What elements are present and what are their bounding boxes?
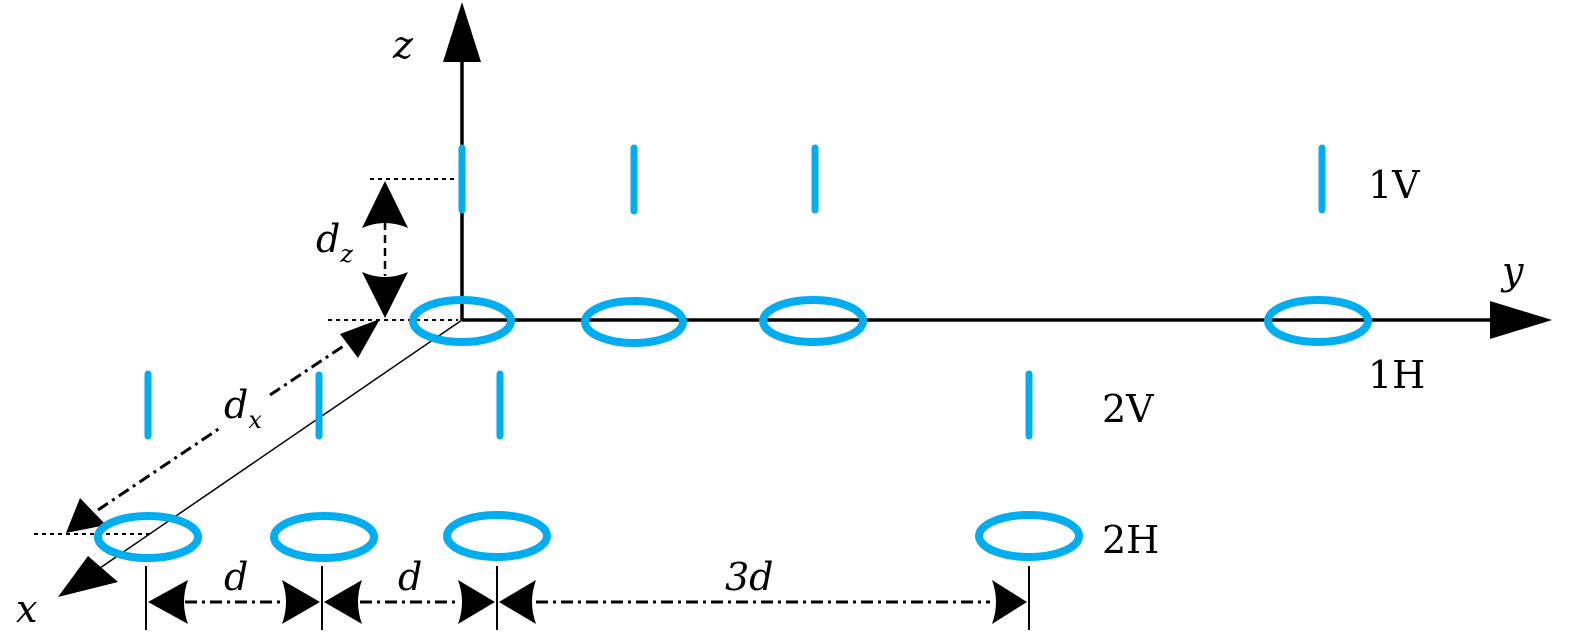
- row-label-1v: 1V: [1368, 163, 1420, 207]
- y-axis-label: y: [1500, 249, 1524, 293]
- x-axis-arrowhead: [58, 556, 118, 597]
- loop-1h-4: [1264, 296, 1372, 346]
- dimension-arrow: [499, 580, 536, 624]
- loop-1h-1: [409, 296, 515, 346]
- row-label-2v: 2V: [1102, 387, 1154, 431]
- dx-label: dx: [224, 383, 262, 434]
- dimension-arrow: [148, 580, 188, 624]
- y-axis-arrowhead: [1490, 301, 1552, 339]
- x-axis: [99, 319, 463, 569]
- z-axis-label: z: [392, 23, 414, 67]
- dimension-arrow: [992, 580, 1027, 624]
- dz-label: dz: [316, 217, 353, 268]
- dimension-arrow: [458, 580, 495, 624]
- gap-label-d2: d: [398, 555, 422, 599]
- dx-arrow-upper: [340, 319, 380, 358]
- dz-arrow-up: [362, 181, 408, 228]
- dimension-arrow: [324, 580, 362, 624]
- loop-1h-3: [759, 296, 867, 346]
- gap-label-3d: 3d: [725, 555, 774, 599]
- z-axis-arrowhead: [443, 2, 481, 62]
- x-axis-label: x: [16, 587, 37, 631]
- dz-arrow-down: [362, 272, 408, 318]
- row-1v: 1V: [458, 144, 1420, 215]
- loop-2h-2: [270, 512, 378, 562]
- row-2v: 2V: [144, 370, 1154, 440]
- row-1h: 1H: [409, 296, 1425, 397]
- row-label-1h: 1H: [1368, 353, 1425, 397]
- gap-label-d1: d: [224, 555, 248, 599]
- row-2h: 2H: [94, 511, 1159, 562]
- loop-2h-1: [94, 512, 202, 562]
- row-label-2h: 2H: [1102, 518, 1159, 562]
- dx-dimension-line-upper: [269, 343, 346, 397]
- loop-1h-2: [581, 297, 687, 347]
- spacing-dimension: d d 3d: [145, 555, 1030, 630]
- dx-arrow-lower: [66, 498, 106, 533]
- loop-2h-3: [443, 511, 551, 561]
- loop-2h-4: [975, 511, 1083, 561]
- dimension-arrow: [282, 580, 320, 624]
